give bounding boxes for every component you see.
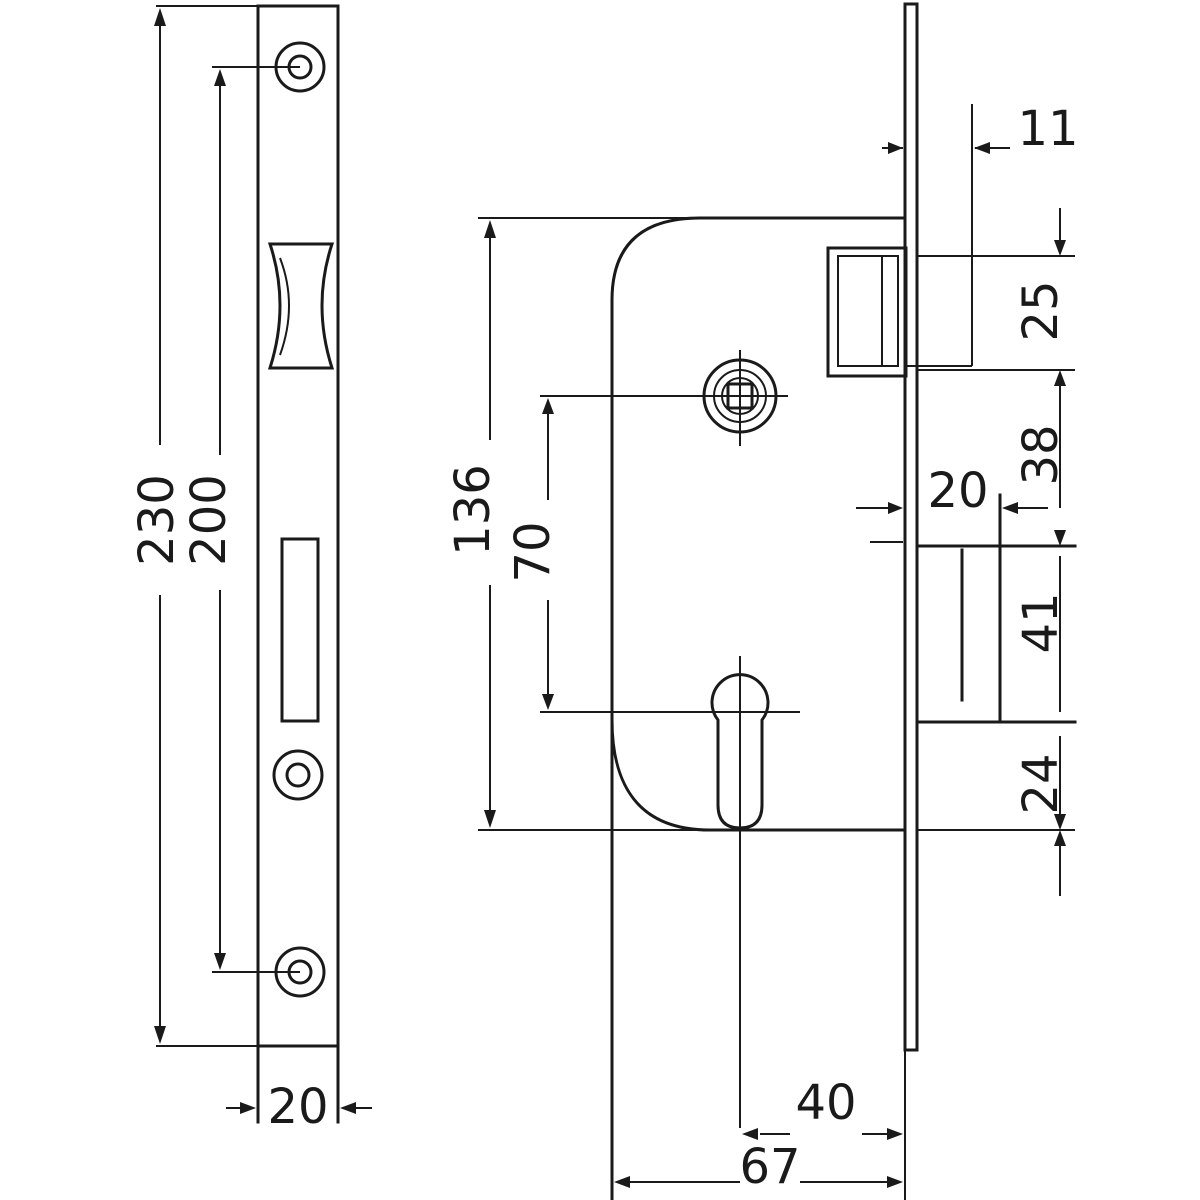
latch-opening — [267, 242, 335, 370]
dim-70 — [540, 395, 700, 710]
front-faceplate — [903, 2, 919, 1052]
dim-230 — [154, 5, 258, 1047]
middle-screw-hole — [272, 749, 324, 801]
keyhole-outline — [710, 673, 770, 830]
case-outline-bottom — [610, 718, 907, 832]
lock-body-view: 136 70 11 — [445, 2, 1079, 1200]
label-11: 11 — [1017, 101, 1078, 157]
dim-bolt-projection — [856, 502, 1048, 543]
label-200: 200 — [181, 474, 237, 566]
dim-40 — [742, 1050, 906, 1200]
dim-200 — [212, 66, 300, 973]
label-38: 38 — [1013, 424, 1069, 485]
label-70: 70 — [505, 521, 561, 582]
label-41: 41 — [1013, 592, 1069, 653]
dim-faceplate-width — [226, 1102, 372, 1114]
faceplate-view: 230 200 20 — [129, 4, 372, 1135]
label-40: 40 — [795, 1075, 856, 1131]
dim-67 — [614, 1176, 903, 1188]
bolt-slot — [280, 537, 320, 723]
label-67: 67 — [739, 1139, 800, 1195]
cylinder-keyhole — [540, 656, 800, 1128]
label-25: 25 — [1013, 280, 1069, 341]
dim-right-chain — [917, 208, 1075, 896]
faceplate-outline — [256, 4, 340, 1048]
dim-136 — [478, 217, 720, 831]
label-24: 24 — [1013, 753, 1069, 814]
label-faceplate-20: 20 — [267, 1079, 328, 1135]
label-bolt-20: 20 — [927, 463, 988, 519]
handle-spindle — [694, 350, 788, 446]
label-230: 230 — [129, 474, 185, 566]
latch-bolt — [826, 246, 908, 378]
dead-bolt — [915, 493, 1077, 724]
label-136: 136 — [445, 464, 501, 556]
dim-11 — [882, 104, 1010, 367]
